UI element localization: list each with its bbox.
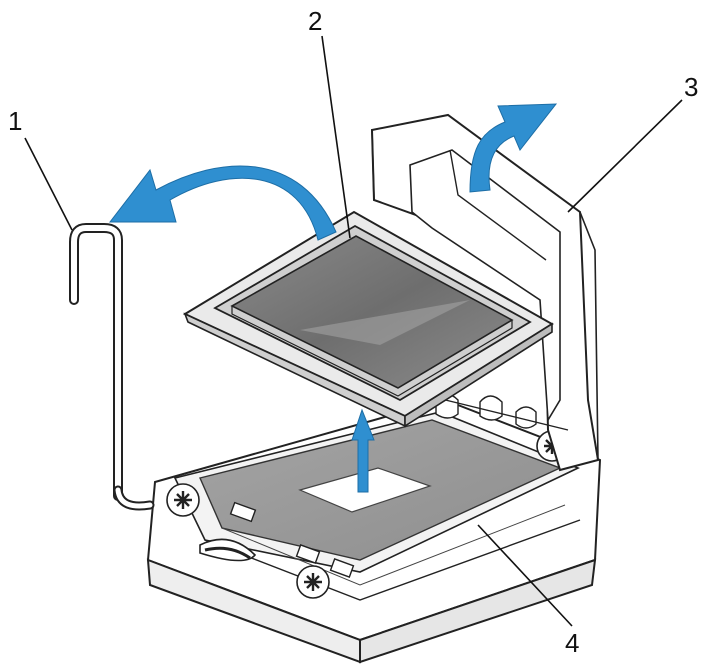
processor xyxy=(182,210,554,428)
lift-arrow-up xyxy=(351,408,375,493)
screw-icon xyxy=(296,565,330,599)
rotate-arrow-right xyxy=(469,103,558,193)
callout-2: 2 xyxy=(308,6,323,36)
processor-shield xyxy=(370,113,600,472)
socket-release-lever xyxy=(69,223,155,511)
socket-base xyxy=(146,398,602,664)
callout-1: 1 xyxy=(8,106,23,136)
leader-lines xyxy=(24,35,683,627)
screw-icon xyxy=(166,483,200,517)
callout-3: 3 xyxy=(684,72,699,102)
callout-4: 4 xyxy=(565,628,580,658)
rotate-arrow-left xyxy=(108,165,337,241)
